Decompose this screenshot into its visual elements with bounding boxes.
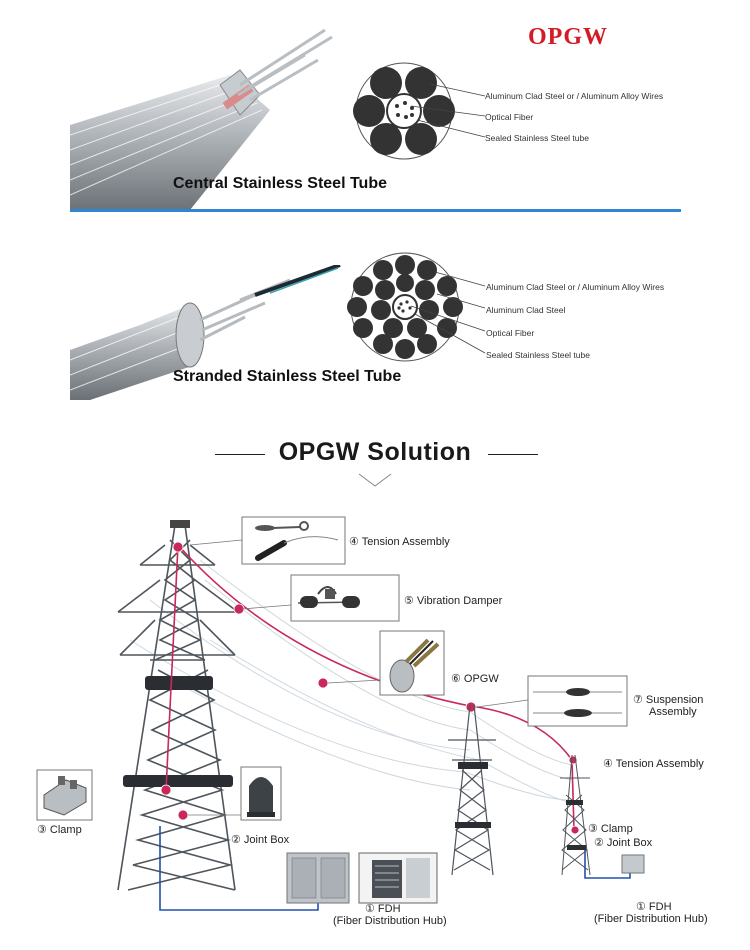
label-acs-wires-2: Aluminum Clad Steel or / Aluminum Alloy … <box>486 282 665 292</box>
fdh-inside-view <box>358 852 438 904</box>
label-suspension-assembly-1: ⑦ Suspension <box>633 694 704 706</box>
label-clamp-left: ③ Clamp <box>37 824 82 836</box>
opgw-logo: OPGW <box>528 24 608 50</box>
caption-central-tube: Central Stainless Steel Tube <box>173 175 387 192</box>
label-fdh-right: ① FDH <box>636 901 672 913</box>
fdh-cabinet-mid <box>286 852 350 904</box>
label-fdh-right-sub: (Fiber Distribution Hub) <box>594 913 708 925</box>
opgw-system-diagram <box>36 516 645 911</box>
opgw-node <box>465 701 477 713</box>
clamp-callout <box>36 769 93 821</box>
section-divider <box>70 209 681 212</box>
label-opgw: ⑥ OPGW <box>451 673 499 685</box>
solution-title: OPGW Solution <box>278 438 472 466</box>
label-vibration-damper: ⑤ Vibration Damper <box>404 595 503 607</box>
label-suspension-assembly-2: Assembly <box>649 706 697 718</box>
label-steel-tube-2: Sealed Stainless Steel tube <box>486 350 590 360</box>
label-joint-box-right: ② Joint Box <box>594 837 653 849</box>
title-rule-left <box>215 454 265 455</box>
opgw-node <box>317 677 329 689</box>
opgw-node <box>160 784 172 796</box>
cross-section-central <box>353 62 486 160</box>
joint-box-callout <box>188 766 282 821</box>
title-rule-right <box>488 454 538 455</box>
cable-photo-central <box>70 28 333 210</box>
cable-photo-stranded <box>70 265 341 400</box>
label-optical-fiber-1: Optical Fiber <box>485 112 534 122</box>
chevron-down-icon <box>358 473 392 487</box>
middle-tower <box>448 704 496 876</box>
opgw-node <box>172 541 184 553</box>
label-steel-tube-1: Sealed Stainless Steel tube <box>485 133 589 143</box>
label-fdh-mid-sub: (Fiber Distribution Hub) <box>333 915 447 927</box>
opgw-callout <box>327 630 445 696</box>
opgw-node <box>570 825 580 835</box>
label-tension-assembly-top: ④ Tension Assembly <box>349 536 450 548</box>
cross-section-stranded <box>347 252 486 362</box>
vibration-damper-callout <box>241 574 400 622</box>
label-aluminum-clad-steel: Aluminum Clad Steel <box>486 305 566 315</box>
suspension-assembly-callout <box>476 675 628 727</box>
tower-band-lower <box>123 775 233 787</box>
tower-band-upper <box>145 676 213 690</box>
tower-peak <box>170 520 190 528</box>
label-clamp-right: ③ Clamp <box>588 823 633 835</box>
opgw-node <box>177 809 189 821</box>
caption-stranded-tube: Stranded Stainless Steel Tube <box>173 368 402 385</box>
label-tension-assembly-right: ④ Tension Assembly <box>603 758 704 770</box>
label-fdh-mid: ① FDH <box>365 903 401 915</box>
label-joint-box-left: ② Joint Box <box>231 834 290 846</box>
main-tower <box>117 524 239 891</box>
label-acs-wires-1: Aluminum Clad Steel or / Aluminum Alloy … <box>485 91 664 101</box>
tension-assembly-callout <box>189 516 346 565</box>
fdh-cabinet-right <box>621 854 645 874</box>
label-optical-fiber-2: Optical Fiber <box>486 328 535 338</box>
